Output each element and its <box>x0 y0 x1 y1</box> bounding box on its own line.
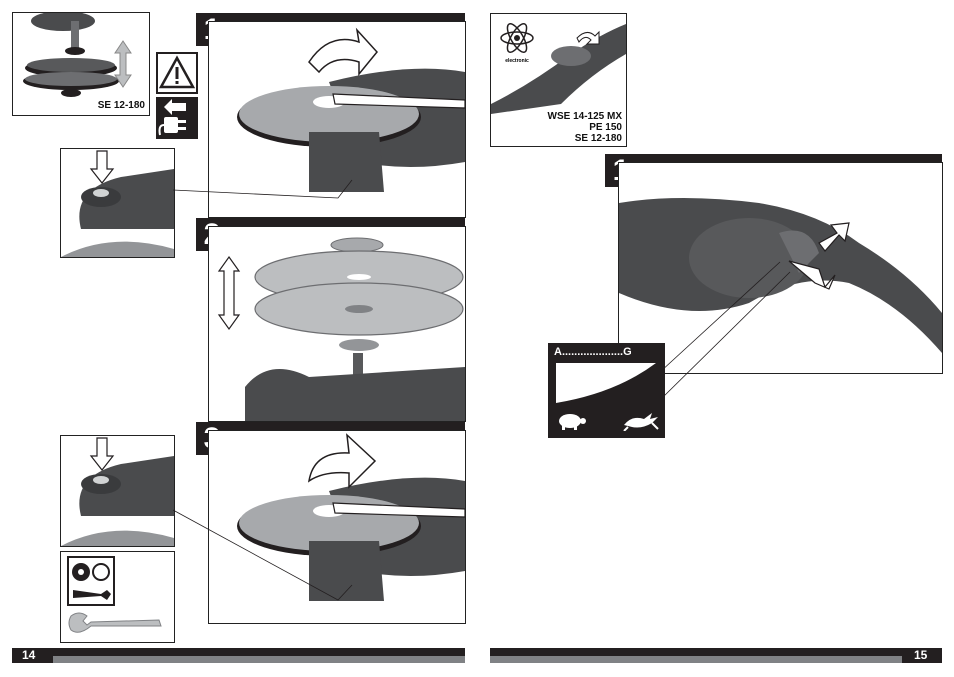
page-number-right: 15 <box>914 648 928 662</box>
footer-left-black <box>12 648 53 663</box>
spindle-lock-illustration <box>61 149 174 257</box>
spindle-lock-inset-top <box>60 148 175 258</box>
hare-icon <box>623 413 659 431</box>
warning-icon <box>156 52 198 94</box>
speed-scale-label: A....................G <box>554 346 632 358</box>
right-step-1-illustration <box>618 162 943 374</box>
speed-scale-panel: A....................G <box>548 343 665 438</box>
footer-right-black <box>902 648 942 663</box>
turtle-icon <box>559 414 586 430</box>
right-step-1-bar <box>605 154 942 162</box>
electronic-tool-illustration <box>491 24 626 114</box>
electronic-inset: electronic WSE 14-125 MX PE 150 SE 12-18… <box>490 13 627 147</box>
wrench-tighten-illustration <box>237 433 465 601</box>
spindle-lock-illustration <box>61 437 174 546</box>
step-1-illustration <box>208 21 466 218</box>
step-3-bar <box>196 422 465 430</box>
model-list: WSE 14-125 MX PE 150 SE 12-180 <box>548 111 622 144</box>
footer-right-line <box>490 648 902 656</box>
footer-right-gray <box>490 656 902 663</box>
wrench-symbol-inset <box>60 551 175 643</box>
spindle-lock-inset-bottom <box>60 435 175 547</box>
unplug-icon <box>156 97 198 139</box>
model-line: PE 150 <box>589 122 622 133</box>
electronic-logo-icon: electronic <box>497 18 537 64</box>
inset-disc-stack: SE 12-180 <box>12 12 150 116</box>
wrench-loosen-illustration <box>237 27 465 192</box>
speed-ramp-icon <box>556 363 656 403</box>
wrench-symbol-icon <box>67 556 115 606</box>
step-1-bar <box>196 13 465 21</box>
electronic-logo-text: electronic <box>505 58 529 64</box>
model-line: SE 12-180 <box>574 133 622 144</box>
step-2-bar <box>196 218 465 226</box>
inset-model-label: SE 12-180 <box>97 100 145 111</box>
disc-exchange-illustration <box>217 237 465 421</box>
step-2-illustration <box>208 226 466 422</box>
footer-left-gray <box>53 656 465 663</box>
footer-left-line <box>53 648 465 656</box>
model-line: WSE 14-125 MX <box>547 111 622 122</box>
speed-dial-illustration <box>619 198 942 353</box>
page-number-left: 14 <box>22 648 36 662</box>
step-3-illustration <box>208 430 466 624</box>
disc-stack-illustration <box>23 13 132 97</box>
wrench-tool-icon <box>67 610 167 636</box>
